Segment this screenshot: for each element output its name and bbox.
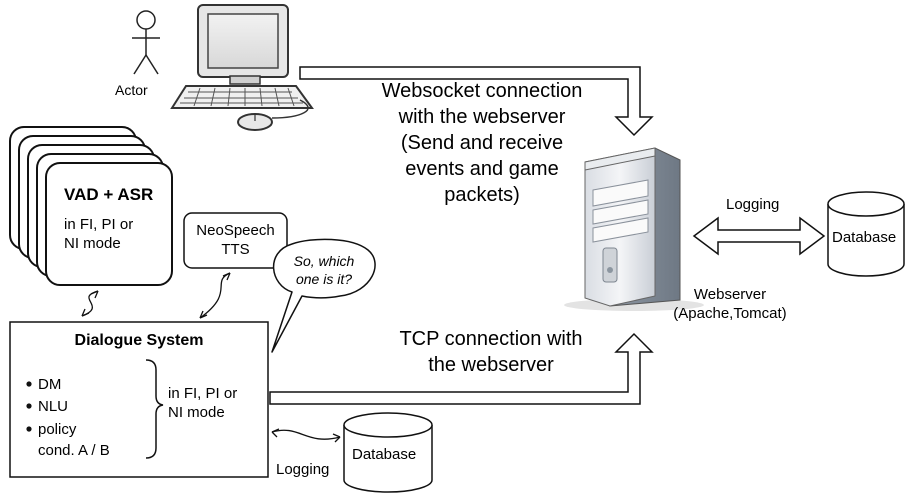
actor-icon — [132, 10, 160, 75]
dialogue-box — [9, 321, 269, 478]
bullet-dots — [26, 381, 32, 432]
ds-db-connector — [271, 428, 341, 443]
webserver-icon — [564, 147, 704, 311]
ds-database-label: Database — [352, 446, 417, 463]
asr-mode-line: in FI, PI or — [64, 216, 134, 233]
webserver-label: Webserver (Apache,Tomcat) — [640, 285, 820, 323]
speech-bubble-text: So, which one is it? — [282, 252, 366, 288]
speech-line: So, which — [293, 253, 355, 269]
tts-box — [183, 212, 288, 269]
dialogue-mode-line: NI mode — [168, 404, 225, 421]
server-logging-label: Logging — [726, 196, 780, 213]
websocket-arrow — [299, 66, 654, 137]
tts-label: NeoSpeech TTS — [184, 221, 287, 259]
actor-label: Actor — [115, 82, 148, 98]
asr-connector — [81, 290, 99, 317]
webserver-line: (Apache,Tomcat) — [673, 305, 787, 322]
dialogue-title: Dialogue System — [74, 332, 204, 349]
ds-database-icon — [343, 412, 433, 493]
websocket-line: (Send and receive — [400, 132, 564, 154]
tcp-line: TCP connection with — [399, 328, 583, 350]
computer-icon — [170, 4, 314, 131]
asr-mode-line: NI mode — [64, 235, 121, 252]
ds-logging-label: Logging — [276, 461, 330, 478]
websocket-line: with the webserver — [398, 106, 566, 128]
dialogue-item-nlu: NLU — [38, 398, 69, 415]
tcp-label: TCP connection with the webserver — [376, 326, 606, 378]
dialogue-item-policy: policy — [38, 421, 77, 438]
websocket-label: Websocket connection with the webserver … — [352, 78, 612, 208]
mode-brace — [145, 359, 164, 459]
server-database-label: Database — [832, 229, 897, 246]
asr-mode: in FI, PI or NI mode — [64, 215, 133, 253]
tts-line: TTS — [221, 241, 250, 258]
speech-bubble — [271, 238, 376, 353]
dialogue-mode-line: in FI, PI or — [168, 385, 238, 402]
asr-title: VAD + ASR — [64, 185, 154, 204]
tts-line: NeoSpeech — [196, 222, 275, 239]
server-database-icon — [827, 191, 905, 277]
dialogue-item-dm: DM — [38, 376, 62, 393]
tcp-arrow — [269, 332, 654, 405]
dialogue-mode: in FI, PI or NI mode — [168, 384, 237, 422]
websocket-line: Websocket connection — [381, 80, 583, 102]
webserver-line: Webserver — [693, 286, 767, 303]
tts-connector — [199, 272, 231, 319]
websocket-line: packets) — [444, 184, 520, 206]
tcp-line: the webserver — [428, 354, 554, 376]
asr-box — [45, 162, 173, 286]
dialogue-item-policy-extra: cond. A / B — [38, 442, 110, 459]
websocket-line: events and game — [405, 158, 559, 180]
speech-line: one is it? — [295, 271, 353, 287]
logging-arrow — [692, 216, 826, 256]
